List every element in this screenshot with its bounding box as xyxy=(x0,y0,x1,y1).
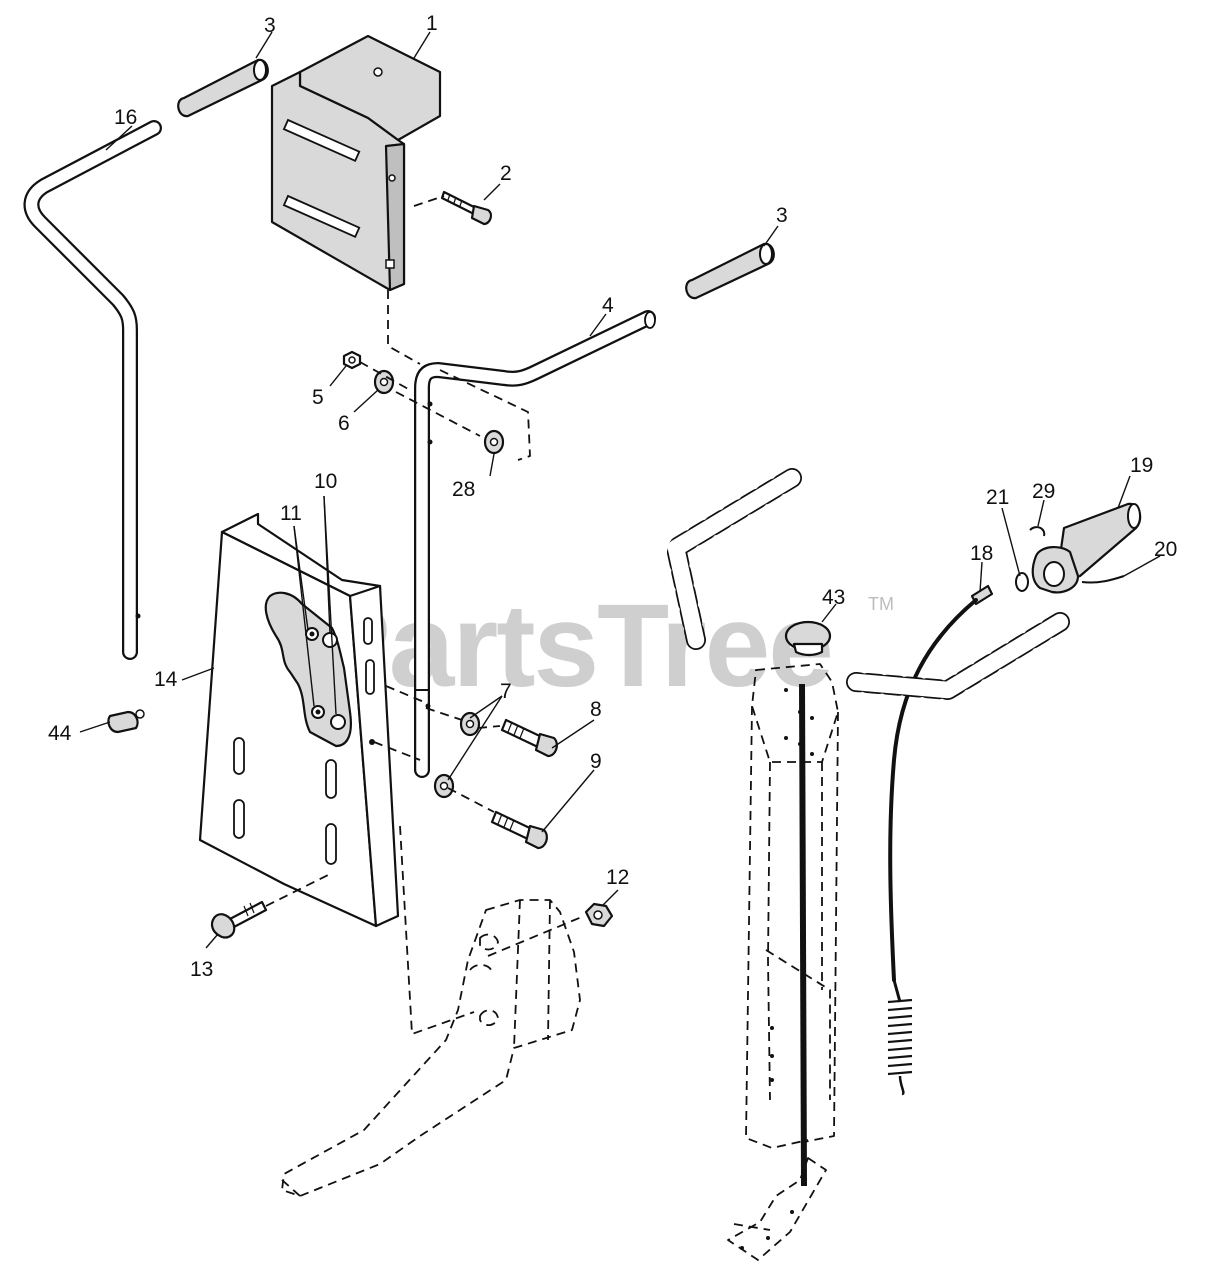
leader-lines xyxy=(79,31,1161,949)
part-10-washers xyxy=(322,632,346,730)
callout-16: 16 xyxy=(114,106,137,129)
callout-20: 20 xyxy=(1154,538,1177,561)
part-12-nut xyxy=(584,902,614,928)
part-8-bolt xyxy=(500,718,558,758)
part-3-grip-right xyxy=(685,242,775,300)
callout-28: 28 xyxy=(452,478,475,501)
part-3-grip-left xyxy=(177,58,269,118)
callout-18: 18 xyxy=(970,542,993,565)
part-16-handle-tube xyxy=(23,120,162,660)
part-2-bolt xyxy=(440,190,493,226)
part-21-ring xyxy=(1015,572,1029,592)
callout-10: 10 xyxy=(314,470,337,493)
part-5-nut xyxy=(342,350,362,370)
callout-4: 4 xyxy=(602,294,614,317)
callout-3-right: 3 xyxy=(776,204,788,227)
part-18-cable xyxy=(887,584,994,1096)
callout-9: 9 xyxy=(590,750,602,773)
part-44-clip xyxy=(107,709,145,734)
part-28-washer xyxy=(483,429,505,455)
callout-19: 19 xyxy=(1130,454,1153,477)
part-13-carriage-bolt xyxy=(210,900,268,939)
callout-44: 44 xyxy=(48,722,72,745)
callout-11: 11 xyxy=(280,502,302,525)
callout-2: 2 xyxy=(500,162,512,185)
watermark-tm: TM xyxy=(868,594,894,614)
part-19-control-grip xyxy=(1031,502,1142,594)
callout-12: 12 xyxy=(606,866,629,889)
callouts: 1 2 3 3 4 5 6 7 8 9 10 11 12 13 14 16 18… xyxy=(48,12,1177,981)
callout-6: 6 xyxy=(338,412,350,435)
callout-14: 14 xyxy=(154,668,178,691)
callout-3-left: 3 xyxy=(264,14,276,37)
callout-13: 13 xyxy=(190,958,213,981)
part-7-washers xyxy=(433,711,481,799)
part-1-panel xyxy=(270,34,442,292)
assembly-lines xyxy=(265,195,585,1035)
callout-7: 7 xyxy=(500,680,512,703)
callout-21: 21 xyxy=(986,486,1009,509)
callout-43: 43 xyxy=(822,586,845,609)
callout-8: 8 xyxy=(590,698,602,721)
part-6-washer xyxy=(373,369,395,395)
part-20-spring-wire xyxy=(1081,575,1125,584)
part-29-clip xyxy=(1029,526,1046,537)
part-4-handle xyxy=(414,310,656,778)
control-rod xyxy=(799,683,807,1187)
reference-frame-left xyxy=(281,899,581,1197)
reference-frame-right xyxy=(666,468,1070,1261)
callout-29: 29 xyxy=(1032,480,1055,503)
callout-1: 1 xyxy=(426,12,438,35)
watermark-text: PartsTree xyxy=(312,580,832,712)
part-9-bolt xyxy=(490,810,548,850)
part-43-plug xyxy=(784,620,832,657)
watermark: PartsTree TM xyxy=(312,580,894,712)
callout-5: 5 xyxy=(312,386,324,409)
